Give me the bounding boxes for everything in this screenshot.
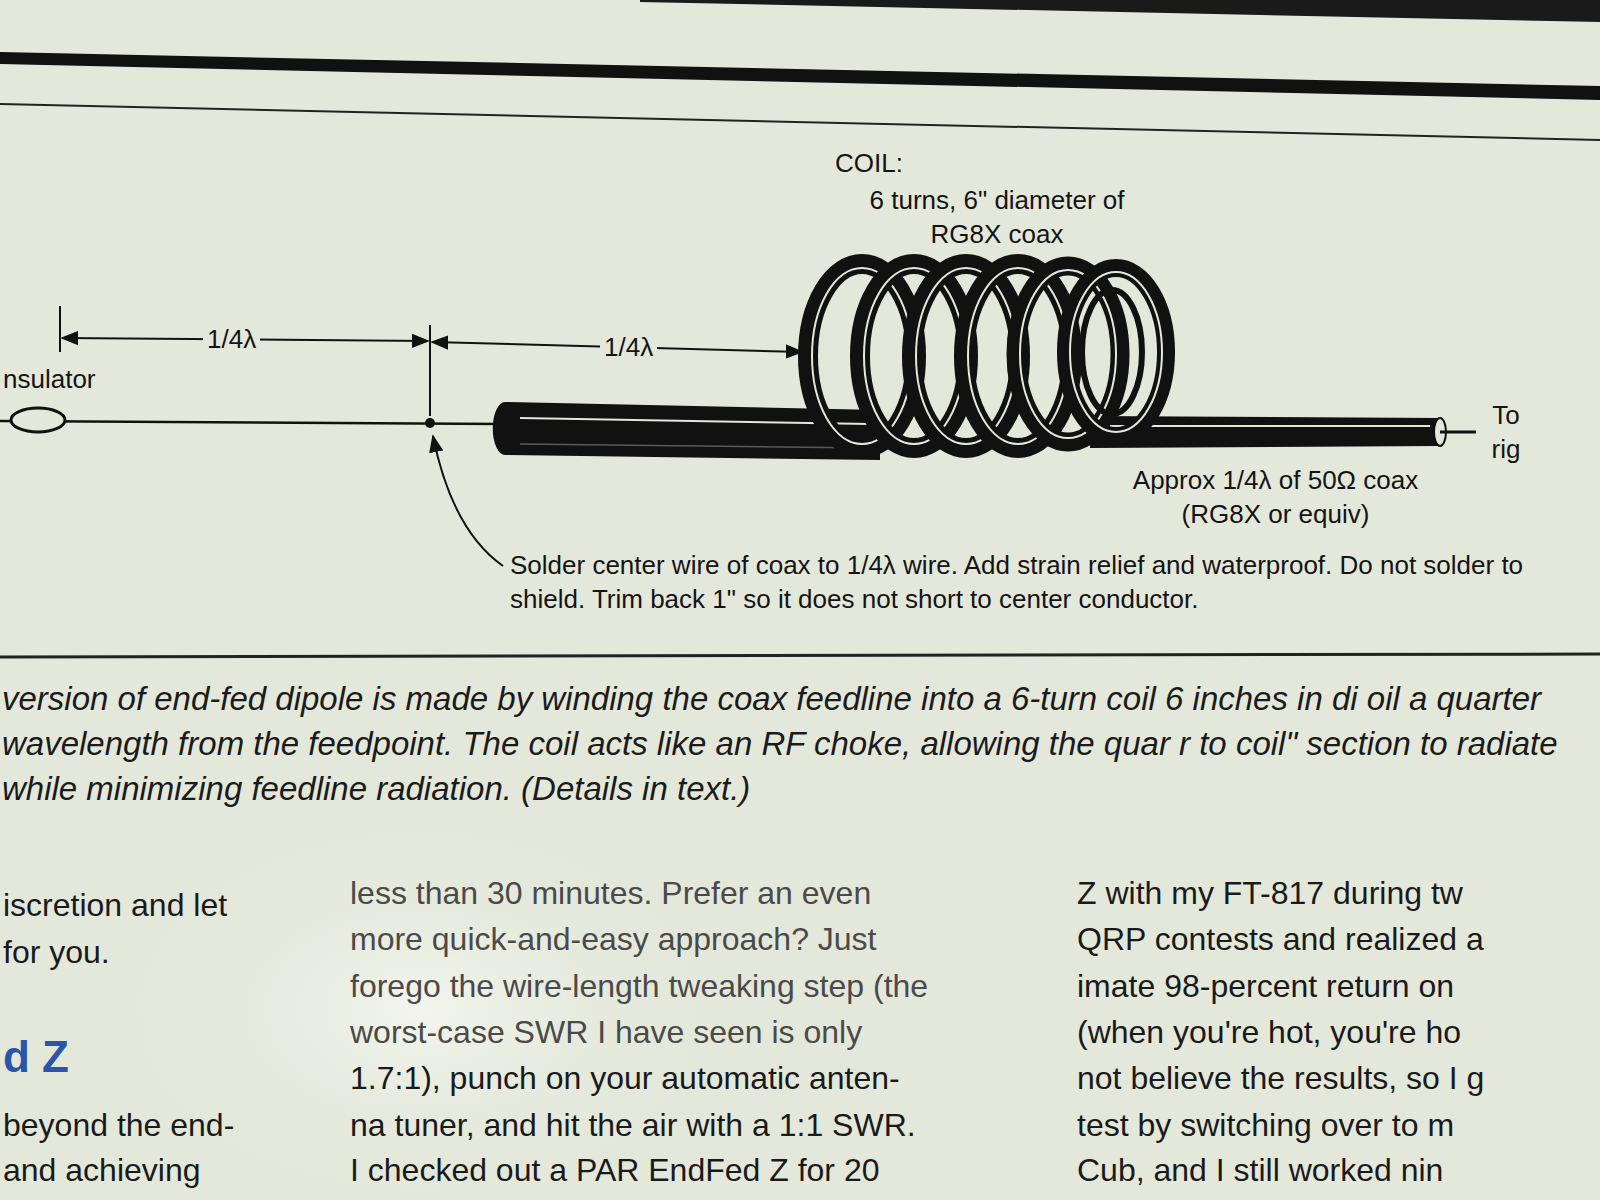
- coil-heading: COIL:: [835, 146, 903, 180]
- body-text-line: (when you're hot, you're ho: [1077, 1012, 1461, 1052]
- body-text-line: worst-case SWR I have seen is only: [350, 1012, 862, 1052]
- body-text-line: imate 98-percent return on: [1077, 966, 1454, 1006]
- coax-highlight: [520, 444, 870, 448]
- coax-note: Approx 1/4λ of 50Ω coax (RG8X or equiv): [1098, 463, 1453, 531]
- caption-rule: [0, 654, 1600, 657]
- coil-turn: [1066, 268, 1166, 436]
- center-conductor: [1440, 431, 1476, 434]
- body-text-line: beyond the end-: [3, 1105, 234, 1145]
- body-text-line: test by switching over to m: [1077, 1105, 1454, 1145]
- figure-caption: version of end-fed dipole is made by win…: [2, 676, 1596, 811]
- dimension-tick: [59, 306, 61, 352]
- thin-rule: [0, 104, 1600, 140]
- body-text-line: iscretion and let: [3, 885, 227, 925]
- body-text-line: 1.7:1), punch on your automatic anten-: [350, 1058, 900, 1098]
- body-text-line: QRP contests and realized a: [1077, 919, 1484, 959]
- body-text-line: na tuner, and hit the air with a 1:1 SWR…: [350, 1105, 916, 1145]
- rig-label: To rig: [1478, 398, 1534, 466]
- body-text-line: Z with my FT-817 during tw: [1077, 873, 1463, 913]
- coil-spec: 6 turns, 6" diameter of RG8X coax: [852, 183, 1142, 251]
- insulator-label: nsulator: [3, 362, 96, 396]
- dimension-label: 1/4λ: [600, 330, 657, 364]
- top-rule: [0, 52, 1600, 100]
- coax-coil: [808, 264, 1166, 448]
- body-text-line: forego the wire-length tweaking step (th…: [350, 966, 928, 1006]
- coil-highlight: [1070, 272, 1162, 432]
- dimension-tick: [429, 325, 431, 416]
- body-text-line: for you.: [3, 932, 110, 972]
- coil-turn: [1082, 290, 1142, 414]
- body-text-line: Cub, and I still worked nin: [1077, 1150, 1443, 1190]
- leader-line: [433, 436, 503, 566]
- feedpoint-dot: [425, 418, 435, 428]
- top-shadow: [640, 0, 1600, 22]
- body-text-line: more quick-and-easy approach? Just: [350, 919, 877, 959]
- body-text-line: not believe the results, so I g: [1077, 1058, 1484, 1098]
- section-heading: d Z: [3, 1032, 69, 1082]
- body-text-line: less than 30 minutes. Prefer an even: [350, 873, 871, 913]
- body-text-line: I checked out a PAR EndFed Z for 20: [350, 1150, 879, 1190]
- dimension-label: 1/4λ: [203, 322, 260, 356]
- antenna-wire: [0, 421, 500, 424]
- insulator: [11, 408, 65, 432]
- body-text-line: and achieving: [3, 1150, 200, 1190]
- solder-note: Solder center wire of coax to 1/4λ wire.…: [510, 548, 1594, 616]
